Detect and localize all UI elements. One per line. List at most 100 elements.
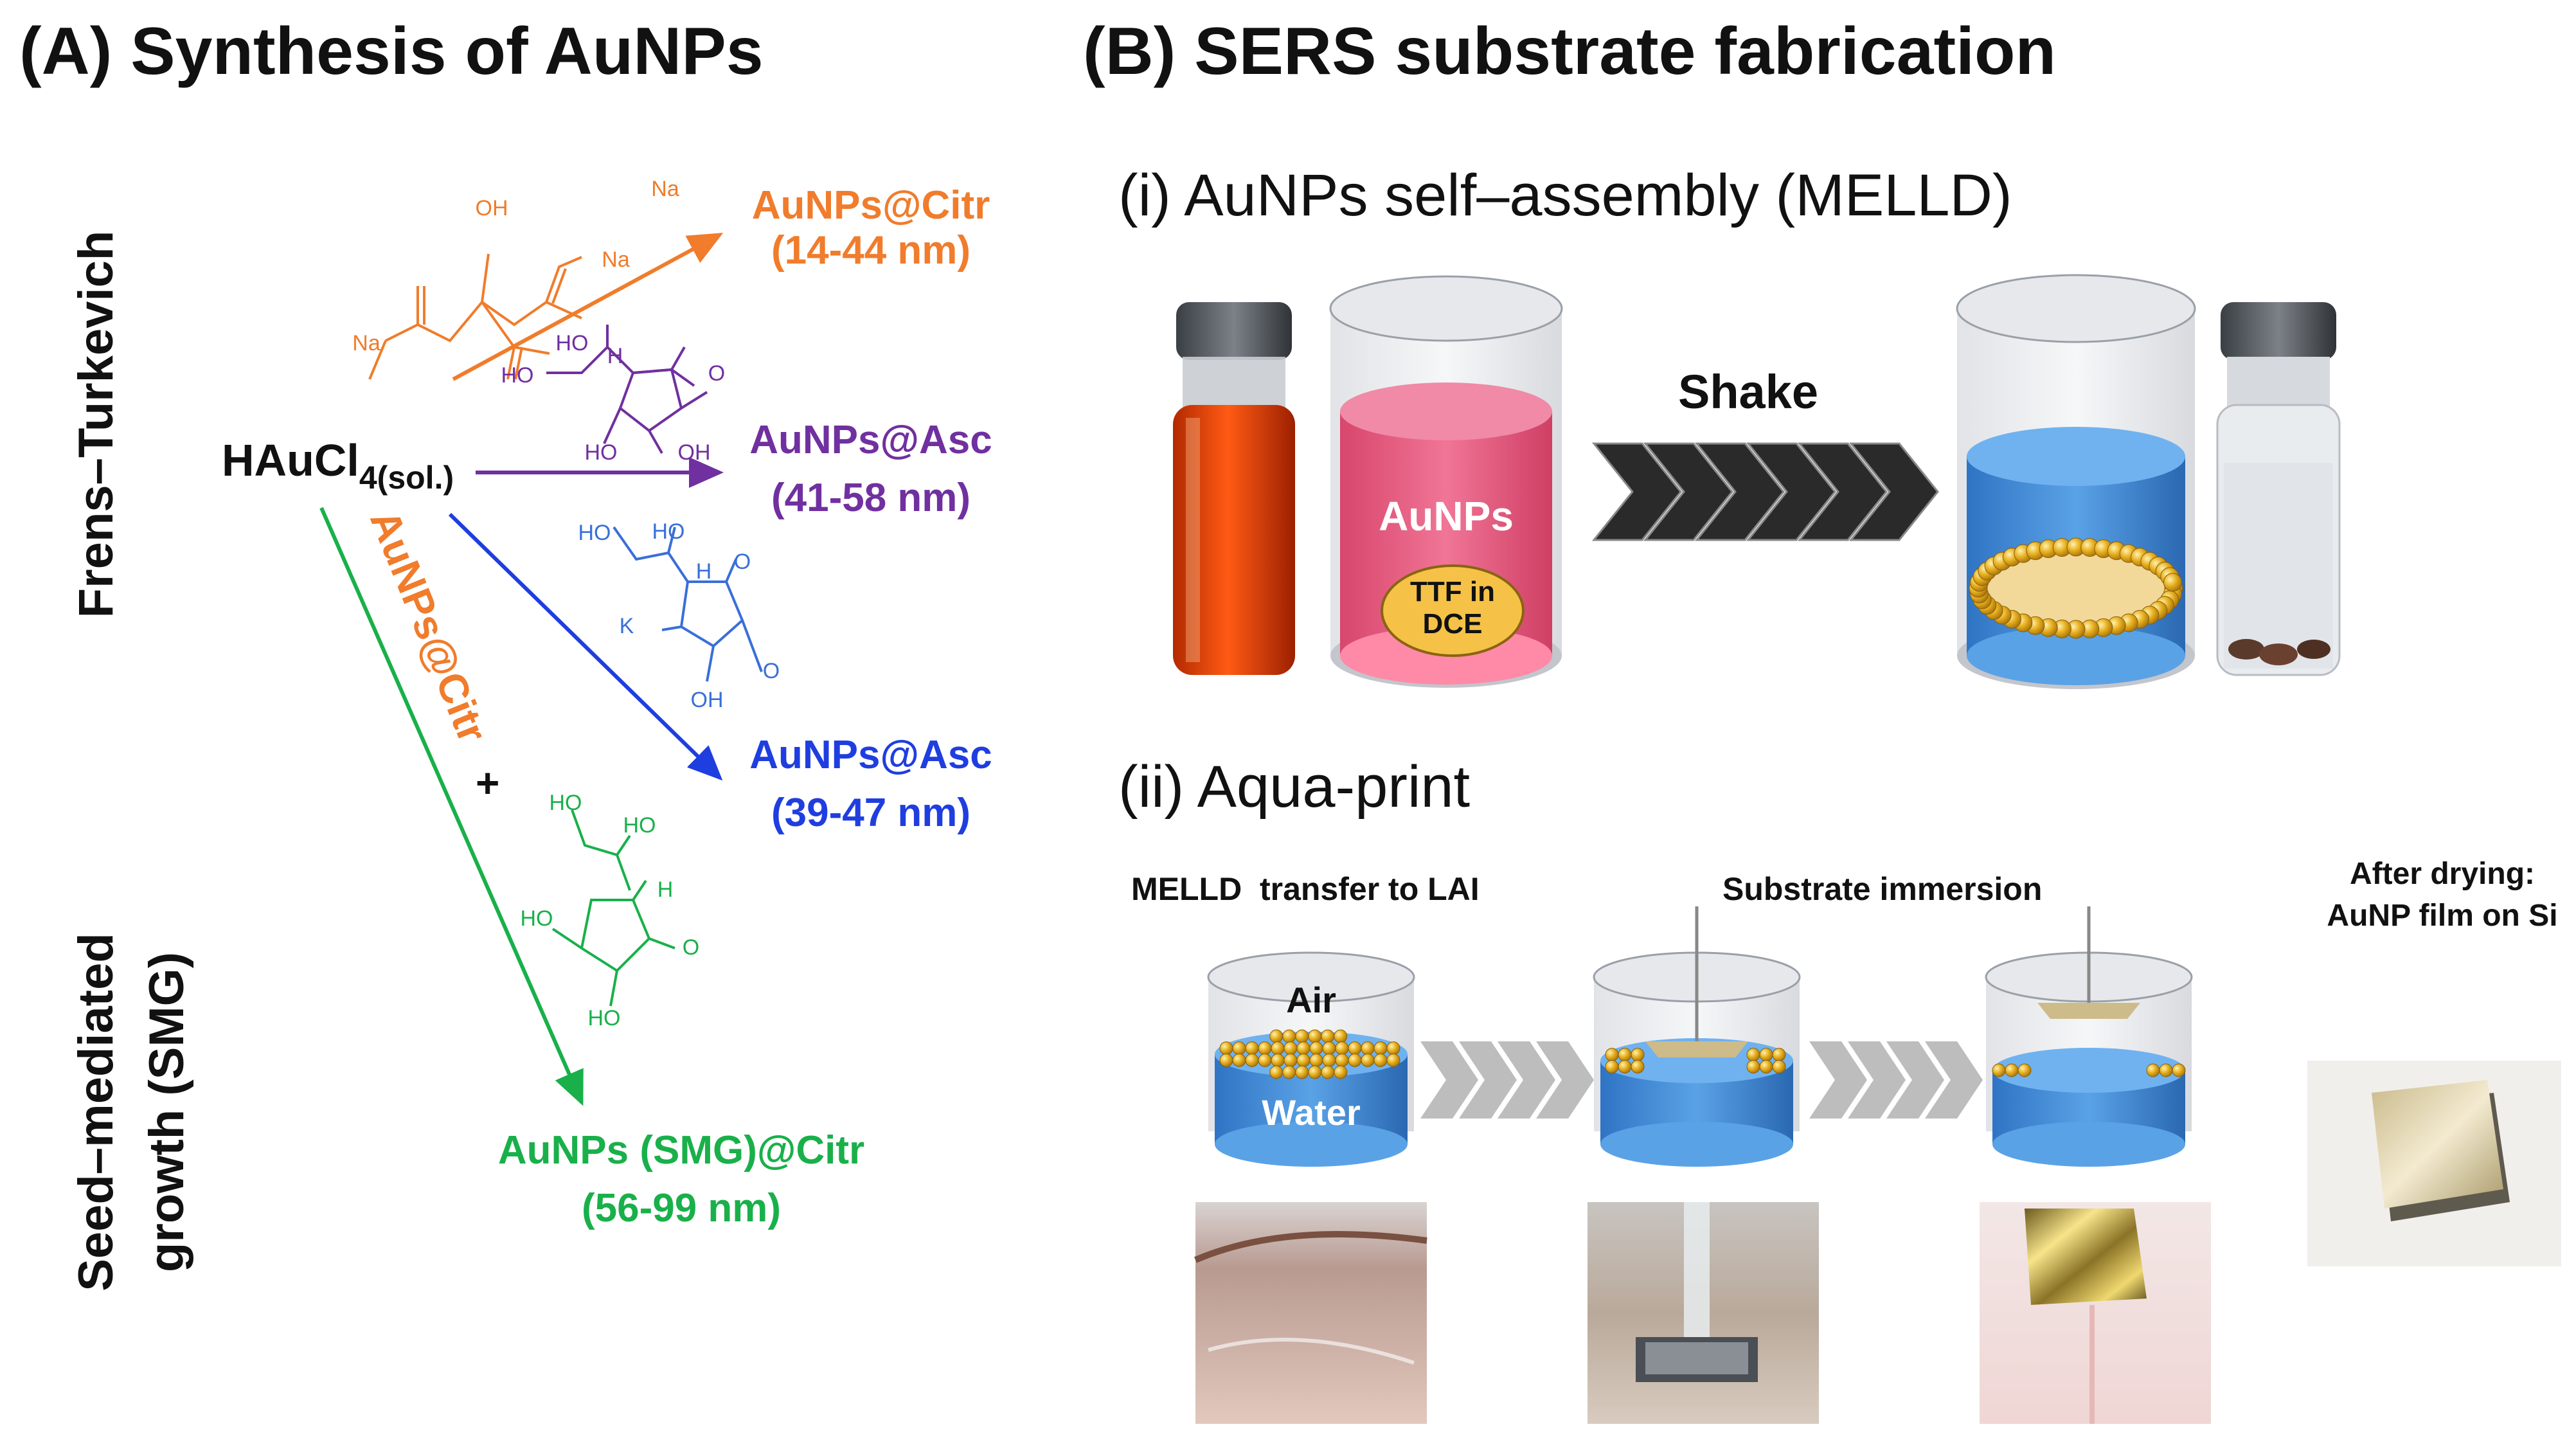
aunps-label: AuNPs	[1379, 493, 1514, 539]
gold-nanoparticle	[1295, 1029, 1309, 1043]
precursor-sub: 4(sol.)	[359, 460, 454, 496]
gold-nanoparticle	[1258, 1053, 1272, 1067]
atom-label: HO	[578, 521, 611, 545]
gold-nanoparticle	[1618, 1059, 1632, 1074]
cylinder-aunps: AuNPs TTF in DCE	[1329, 275, 1563, 688]
gold-nanoparticle	[1321, 1029, 1335, 1043]
shake-label: Shake	[1678, 365, 1818, 418]
gold-nanoparticle	[1386, 1041, 1400, 1056]
atom-label: OH	[691, 688, 724, 712]
ttf-label-1: TTF in	[1410, 576, 1495, 607]
gold-nanoparticle	[1605, 1048, 1619, 1062]
gold-nanoparticle	[1271, 1041, 1285, 1056]
precursor-main: HAuCl	[222, 435, 359, 485]
step-i-title: (i) AuNPs self–assembly (MELLD)	[1118, 163, 2012, 228]
atom-label: H	[696, 559, 712, 584]
gold-nanoparticle	[2172, 1063, 2186, 1077]
gold-nanoparticle	[1309, 1041, 1323, 1056]
arrow-ascorbate-k	[448, 512, 723, 781]
gold-nanoparticle	[1746, 1059, 1760, 1074]
red-vial-photo	[1173, 302, 1295, 675]
gold-nanoparticle	[1284, 1053, 1298, 1067]
gold-nanoparticle	[1361, 1041, 1375, 1056]
atom-label: HO	[652, 519, 685, 544]
atom-label: O	[708, 361, 725, 386]
route-label-seed-1: Seed–mediated	[69, 933, 123, 1291]
ascorbic-molecule	[546, 325, 708, 454]
chevrons-1	[1420, 1041, 1594, 1119]
atom-label: HO	[501, 363, 534, 388]
step-ii-title: (ii) Aqua-print	[1118, 754, 1470, 820]
product-name: AuNPs@Asc	[749, 733, 992, 777]
gold-nanoparticle	[1746, 1048, 1760, 1062]
gold-nanoparticle	[2159, 1063, 2173, 1077]
cylinder-melld	[1956, 274, 2196, 689]
gold-nanoparticle	[1309, 1053, 1323, 1067]
gold-nanoparticle	[1618, 1048, 1632, 1062]
atom-label: OH	[678, 440, 711, 465]
ascorbate-k-molecule	[613, 526, 763, 682]
gold-nanoparticle	[1232, 1053, 1246, 1067]
gold-nanoparticle	[2146, 1063, 2160, 1077]
gold-nanoparticle	[2005, 1063, 2019, 1077]
atom-label: HO	[585, 440, 618, 465]
product-name: AuNPs@Asc	[749, 418, 992, 462]
photo-immersion	[1588, 1202, 1819, 1424]
atom-label: H	[607, 344, 623, 368]
gold-nanoparticle	[1334, 1065, 1348, 1079]
chevrons-2	[1809, 1041, 1983, 1119]
clear-vial-photo	[2216, 302, 2341, 676]
product-size: (14-44 nm)	[771, 228, 970, 273]
gold-nanoparticle	[1631, 1048, 1645, 1062]
air-label: Air	[1286, 980, 1336, 1020]
gold-nanoparticle	[1772, 1048, 1786, 1062]
gold-nanoparticle	[1284, 1041, 1298, 1056]
caption-immersion: Substrate immersion	[1722, 871, 2042, 907]
gold-nanoparticle	[1271, 1053, 1285, 1067]
gold-nanoparticle	[1245, 1053, 1259, 1067]
atom-label: Na	[602, 247, 630, 272]
shake-chevrons	[1591, 442, 1939, 541]
atom-label: Na	[352, 331, 380, 355]
photo-lifted	[1980, 1202, 2211, 1424]
after-drying-1: After drying:	[2350, 857, 2535, 891]
gold-nanoparticle	[1232, 1041, 1246, 1056]
gold-nanoparticle	[1282, 1029, 1296, 1043]
gold-nanoparticle	[1282, 1065, 1296, 1079]
arrow-citrate	[452, 233, 724, 381]
gold-nanoparticle	[1373, 1053, 1388, 1067]
citrate-molecule	[368, 253, 582, 380]
gold-nanoparticle	[1605, 1059, 1619, 1074]
atom-label: OH	[476, 196, 508, 220]
panel-b-title: (B) SERS substrate fabrication	[1083, 14, 2056, 89]
atom-label: HO	[521, 906, 553, 931]
photo-transfer	[1194, 1202, 1427, 1424]
gold-nanoparticle	[1334, 1029, 1348, 1043]
route-label-seed-2: growth (SMG)	[139, 952, 194, 1272]
water-label: Water	[1262, 1092, 1361, 1133]
gold-nanoparticle	[1373, 1041, 1388, 1056]
aqua-cylinder-3	[1985, 906, 2193, 1167]
gold-nanoparticle	[1759, 1059, 1773, 1074]
gold-nanoparticle	[1335, 1041, 1349, 1056]
after-drying-2: AuNP film on Si	[2327, 899, 2557, 933]
svg-text:HAuCl4(sol.): HAuCl4(sol.)	[222, 435, 454, 496]
ttf-droplet	[1381, 564, 1525, 657]
gold-nanoparticle	[1772, 1059, 1786, 1074]
gold-nanoparticle	[1386, 1053, 1400, 1067]
gold-nanoparticle	[1258, 1041, 1272, 1056]
aqua-cylinder-2	[1593, 906, 1801, 1167]
gold-nanoparticle	[1348, 1041, 1362, 1056]
gold-nanoparticle	[1361, 1053, 1375, 1067]
gold-nanoparticle	[1308, 1029, 1322, 1043]
plus-sign: +	[476, 760, 499, 806]
gold-nanoparticle	[2017, 1063, 2032, 1077]
product-size: (41-58 nm)	[771, 476, 970, 520]
aqua-cylinder-1: Air Water	[1207, 951, 1415, 1167]
precursor-hauCl4: HAuCl4(sol.)	[222, 435, 454, 496]
gold-nanoparticle	[1269, 1065, 1284, 1079]
gold-nanoparticle	[1296, 1041, 1310, 1056]
caption-transfer: MELLD transfer to LAI	[1131, 871, 1480, 907]
atom-label: HO	[623, 813, 656, 838]
